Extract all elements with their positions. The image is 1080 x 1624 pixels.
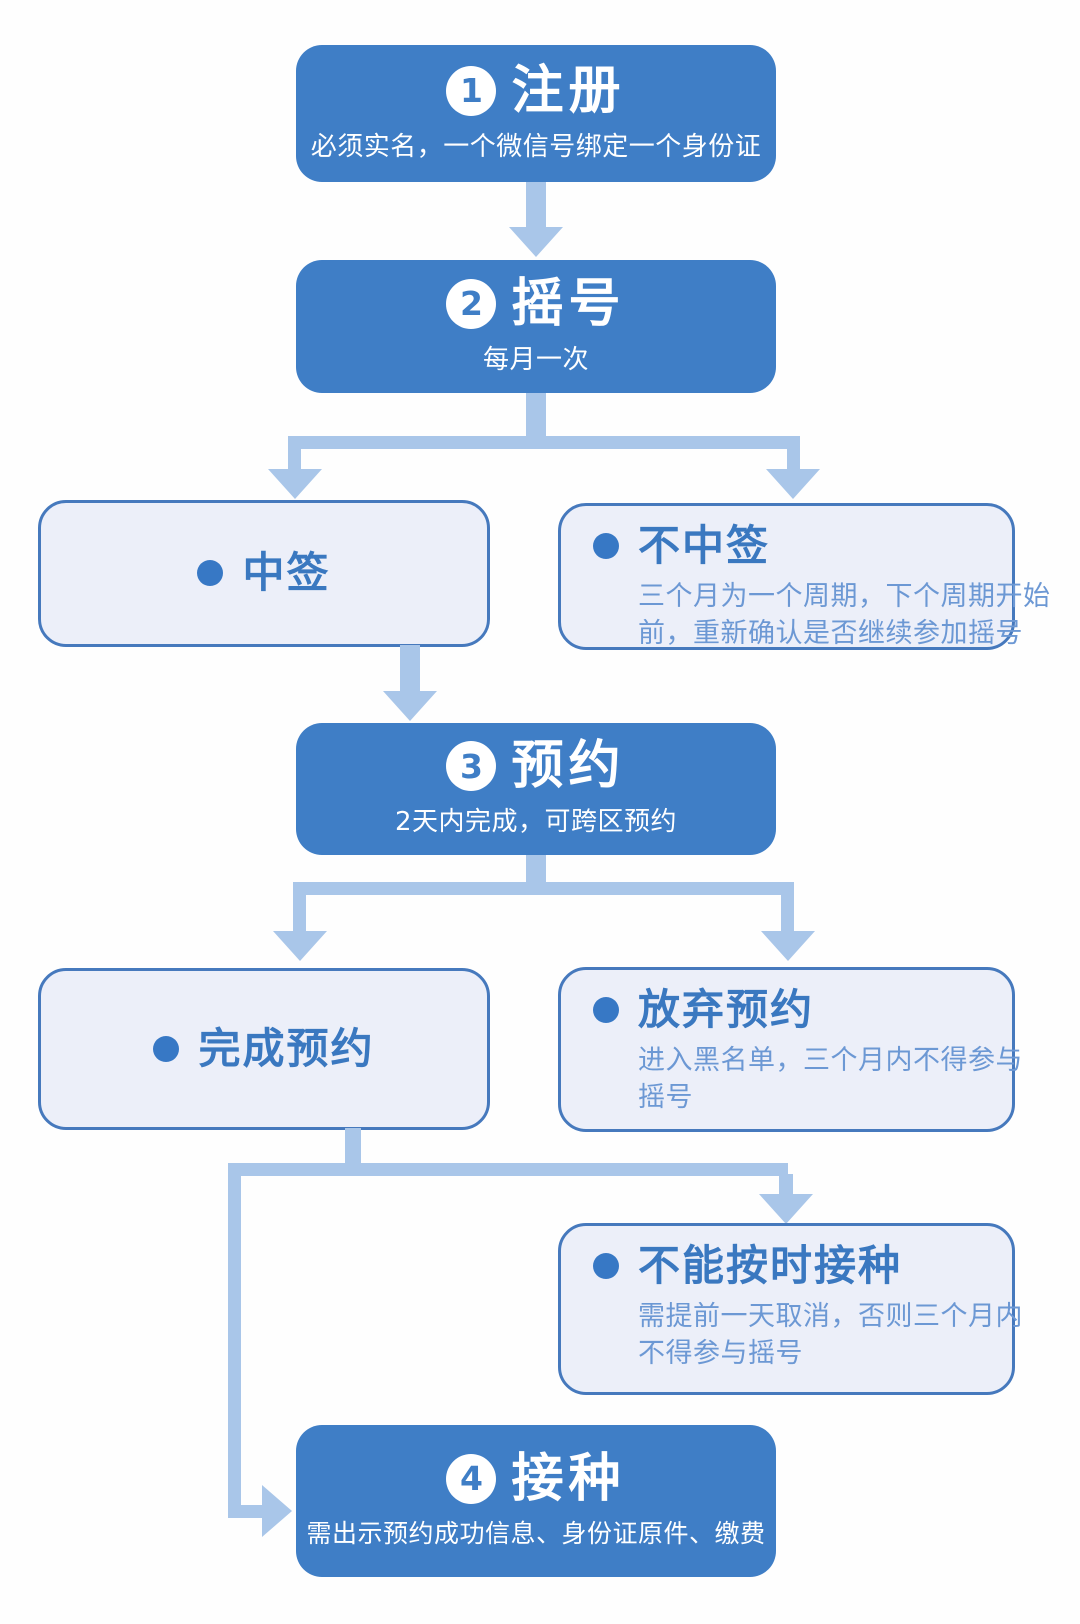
connector-branch-left-arm — [288, 447, 301, 471]
step-booking-title-row: 3 预约 — [446, 740, 625, 792]
connector-branch-right-arm — [787, 447, 800, 471]
step-subtitle: 2天内完成，可跨区预约 — [394, 807, 678, 837]
connector-branch-left-elbow — [228, 1505, 264, 1518]
arrow-down-icon — [509, 227, 563, 257]
step-number-badge: 1 — [446, 65, 497, 116]
bullet-dot-icon — [593, 533, 619, 560]
outcome-win-heading: 中签 — [197, 549, 330, 597]
outcome-abandon-body: 进入黑名单，三个月内不得参与 摇号 — [638, 1042, 1023, 1116]
step-box-lottery: 2 摇号 每月一次 — [296, 260, 776, 393]
outcome-box-lose: 不中签 三个月为一个周期，下个周期开始 前，重新确认是否继续参加摇号 — [558, 503, 1051, 652]
connector-branch-right-arm — [781, 893, 794, 933]
connector-lottery-stem — [526, 393, 546, 445]
outcome-label: 不中签 — [638, 521, 771, 570]
connector-lottery-branch-bar — [288, 436, 800, 449]
outcome-label: 中签 — [242, 548, 331, 598]
step-box-vaccination: 4 接种 需出示预约成功信息、身份证原件、缴费 — [296, 1425, 776, 1577]
bullet-dot-icon — [197, 560, 224, 587]
outcome-box-miss: 不能按时接种 需提前一天取消，否则三个月内 不得参与摇号 — [558, 1223, 1023, 1395]
outcome-box-abandon: 放弃预约 进入黑名单，三个月内不得参与 摇号 — [558, 967, 1023, 1132]
outcome-body-line: 不得参与摇号 — [638, 1338, 803, 1370]
step-box-booking: 3 预约 2天内完成，可跨区预约 — [296, 723, 776, 855]
arrow-down-icon — [273, 931, 327, 961]
outcome-lose-heading: 不中签 — [593, 521, 1002, 570]
outcome-body-line: 三个月为一个周期，下个周期开始 — [638, 581, 1051, 613]
bullet-dot-icon — [593, 1253, 619, 1280]
step-number-badge: 2 — [446, 278, 497, 329]
connector-win-to-booking — [400, 645, 420, 695]
bullet-dot-icon — [153, 1035, 180, 1062]
outcome-box-completed: 完成预约 — [38, 968, 490, 1130]
outcome-body-line: 前，重新确认是否继续参加摇号 — [638, 618, 1023, 650]
arrow-down-icon — [268, 469, 322, 499]
bullet-dot-icon — [593, 997, 619, 1024]
step-title: 注册 — [511, 60, 626, 121]
outcome-label: 不能按时接种 — [638, 1241, 903, 1290]
step-box-register: 1 注册 必须实名，一个微信号绑定一个身份证 — [296, 45, 776, 182]
outcome-abandon-heading: 放弃预约 — [593, 985, 1002, 1034]
outcome-lose-body: 三个月为一个周期，下个周期开始 前，重新确认是否继续参加摇号 — [638, 578, 1051, 652]
step-number: 4 — [460, 1459, 483, 1498]
connector-booking-branch-bar — [293, 882, 794, 895]
connector-register-to-lottery — [526, 182, 546, 230]
outcome-body-line: 进入黑名单，三个月内不得参与 — [638, 1045, 1023, 1077]
arrow-down-icon — [766, 469, 820, 499]
outcome-body-line: 摇号 — [638, 1082, 693, 1114]
outcome-completed-heading: 完成预约 — [153, 1023, 375, 1073]
outcome-miss-heading: 不能按时接种 — [593, 1241, 1002, 1290]
step-subtitle: 必须实名，一个微信号绑定一个身份证 — [310, 131, 762, 162]
step-lottery-title-row: 2 摇号 — [446, 278, 625, 330]
connector-completed-branch-bar — [228, 1163, 788, 1176]
arrow-down-icon — [383, 691, 437, 721]
outcome-body-line: 需提前一天取消，否则三个月内 — [638, 1301, 1023, 1333]
outcome-miss-body: 需提前一天取消，否则三个月内 不得参与摇号 — [638, 1298, 1023, 1372]
outcome-label: 放弃预约 — [638, 985, 815, 1034]
step-subtitle: 每月一次 — [482, 344, 589, 375]
step-title: 接种 — [511, 1448, 626, 1509]
step-number-badge: 4 — [446, 1453, 497, 1504]
outcome-box-win: 中签 — [38, 500, 490, 647]
step-title: 摇号 — [511, 273, 626, 334]
step-subtitle: 需出示预约成功信息、身份证原件、缴费 — [306, 1518, 766, 1548]
step-register-title-row: 1 注册 — [446, 65, 625, 117]
step-number: 2 — [460, 284, 483, 323]
arrow-down-icon — [759, 1194, 813, 1224]
step-title: 预约 — [511, 736, 626, 796]
step-number: 1 — [460, 71, 483, 110]
connector-branch-left-down-line — [228, 1174, 241, 1518]
step-number: 3 — [460, 746, 483, 786]
connector-branch-left-arm — [293, 893, 306, 933]
arrow-right-icon — [262, 1485, 292, 1537]
step-vaccination-title-row: 4 接种 — [446, 1453, 625, 1505]
step-number-badge: 3 — [446, 741, 497, 791]
arrow-down-icon — [761, 931, 815, 961]
outcome-label: 完成预约 — [198, 1023, 375, 1073]
